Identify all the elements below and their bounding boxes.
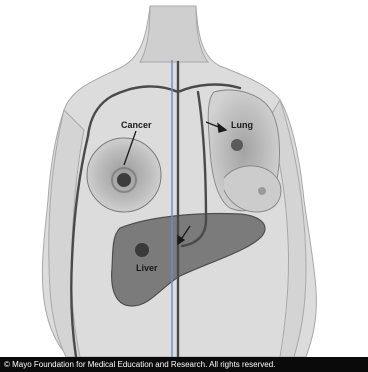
liver-label: Liver	[136, 264, 158, 273]
lung-metastasis	[231, 139, 243, 151]
neck	[140, 6, 208, 62]
tumor	[117, 173, 131, 187]
right-nipple	[258, 187, 266, 195]
lung-label: Lung	[231, 121, 253, 130]
liver-metastasis	[135, 243, 149, 257]
cancer-label: Cancer	[121, 121, 152, 130]
copyright-bar: © Mayo Foundation for Medical Education …	[0, 357, 368, 372]
